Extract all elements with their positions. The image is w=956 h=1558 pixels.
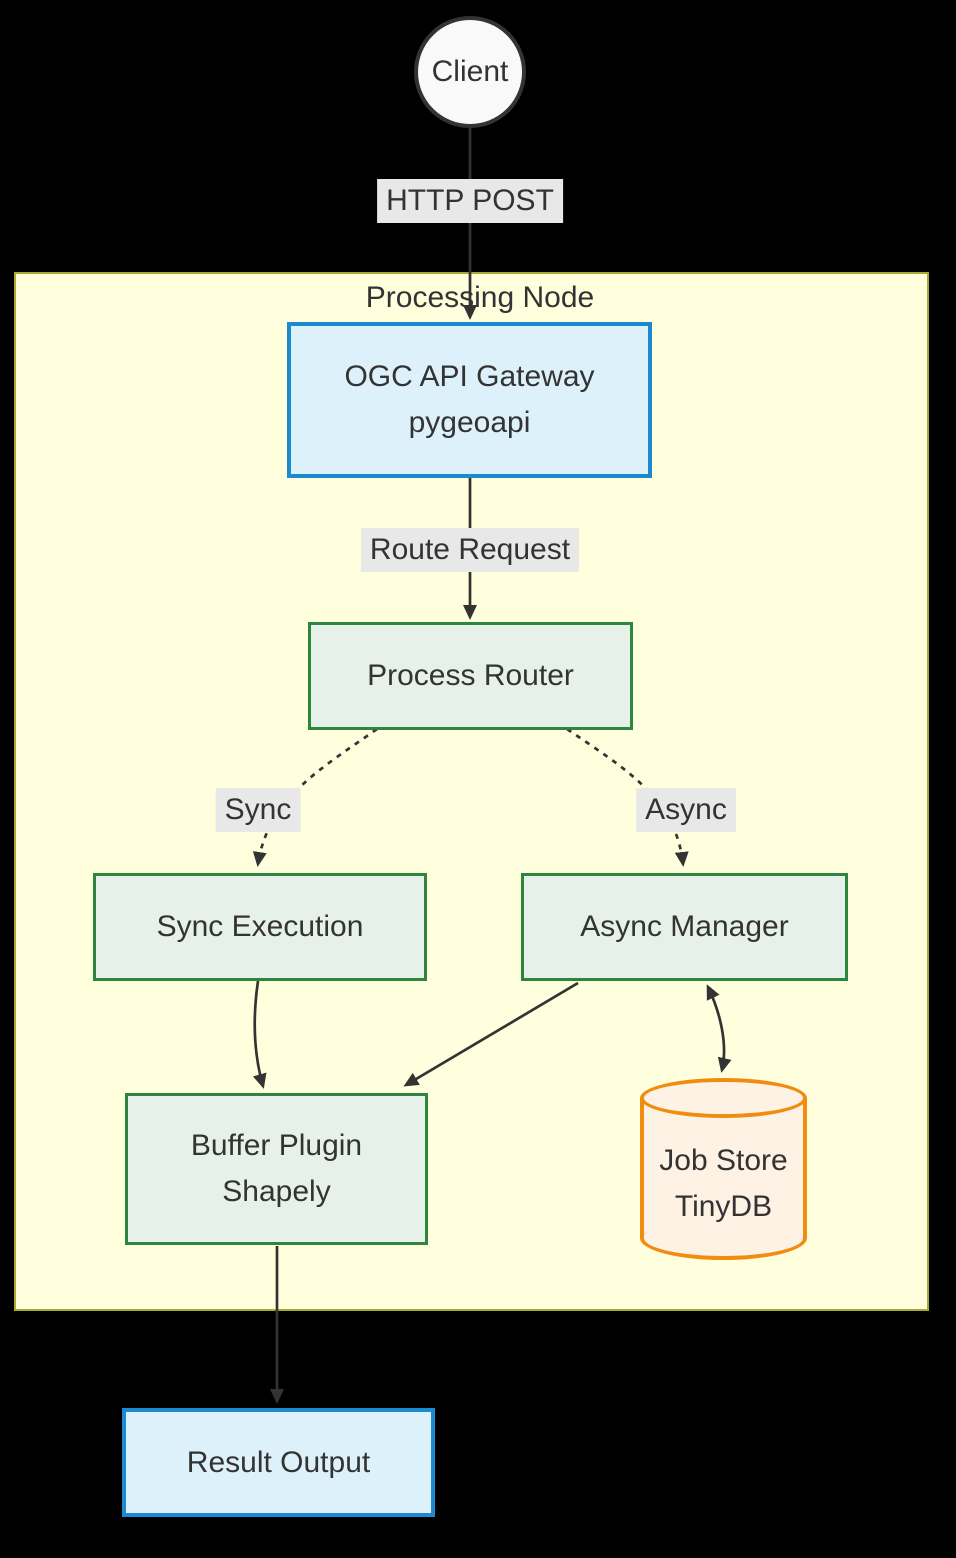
node-ogc-api-gateway: OGC API Gateway pygeoapi xyxy=(287,322,652,478)
node-client-label: Client xyxy=(431,55,509,88)
cylinder-body xyxy=(640,1098,807,1260)
node-client: Client xyxy=(414,16,526,128)
node-async-manager-label: Async Manager xyxy=(580,910,789,943)
node-buffer-plugin-label-line2: Shapely xyxy=(222,1175,331,1208)
edge-router-to-sync-execution xyxy=(252,727,378,867)
edge-router-to-async-manager xyxy=(566,727,689,867)
edge-async-manager-to-buffer xyxy=(403,981,579,1087)
edge-label-async: Async xyxy=(636,788,736,832)
node-ogc-api-gateway-label-line2: pygeoapi xyxy=(408,406,531,439)
node-buffer-plugin-label-line1: Buffer Plugin xyxy=(190,1129,363,1162)
edge-label-http-post: HTTP POST xyxy=(377,179,563,223)
node-job-store: Job Store TinyDB xyxy=(640,1078,807,1260)
node-result-output-label: Result Output xyxy=(186,1445,371,1479)
node-ogc-api-gateway-label-line1: OGC API Gateway xyxy=(344,360,595,393)
node-sync-execution-label: Sync Execution xyxy=(156,910,364,943)
node-job-store-label: Job Store TinyDB xyxy=(640,1108,807,1260)
node-job-store-label-line1: Job Store xyxy=(659,1144,788,1177)
edge-sync-execution-to-buffer xyxy=(252,980,267,1089)
node-sync-execution: Sync Execution xyxy=(93,873,427,981)
edge-label-sync: Sync xyxy=(215,788,301,832)
node-job-store-label-line2: TinyDB xyxy=(674,1190,773,1223)
node-process-router-label: Process Router xyxy=(367,659,574,692)
cylinder-top-ellipse xyxy=(640,1078,807,1118)
node-buffer-plugin: Buffer Plugin Shapely xyxy=(125,1093,428,1245)
edge-async-manager-jobstore-bidirectional xyxy=(706,984,732,1073)
node-async-manager: Async Manager xyxy=(521,873,848,981)
node-result-output: Result Output xyxy=(122,1408,435,1517)
node-process-router: Process Router xyxy=(308,622,633,730)
edge-label-route-request: Route Request xyxy=(360,528,580,572)
cluster-title: Processing Node xyxy=(365,281,595,314)
